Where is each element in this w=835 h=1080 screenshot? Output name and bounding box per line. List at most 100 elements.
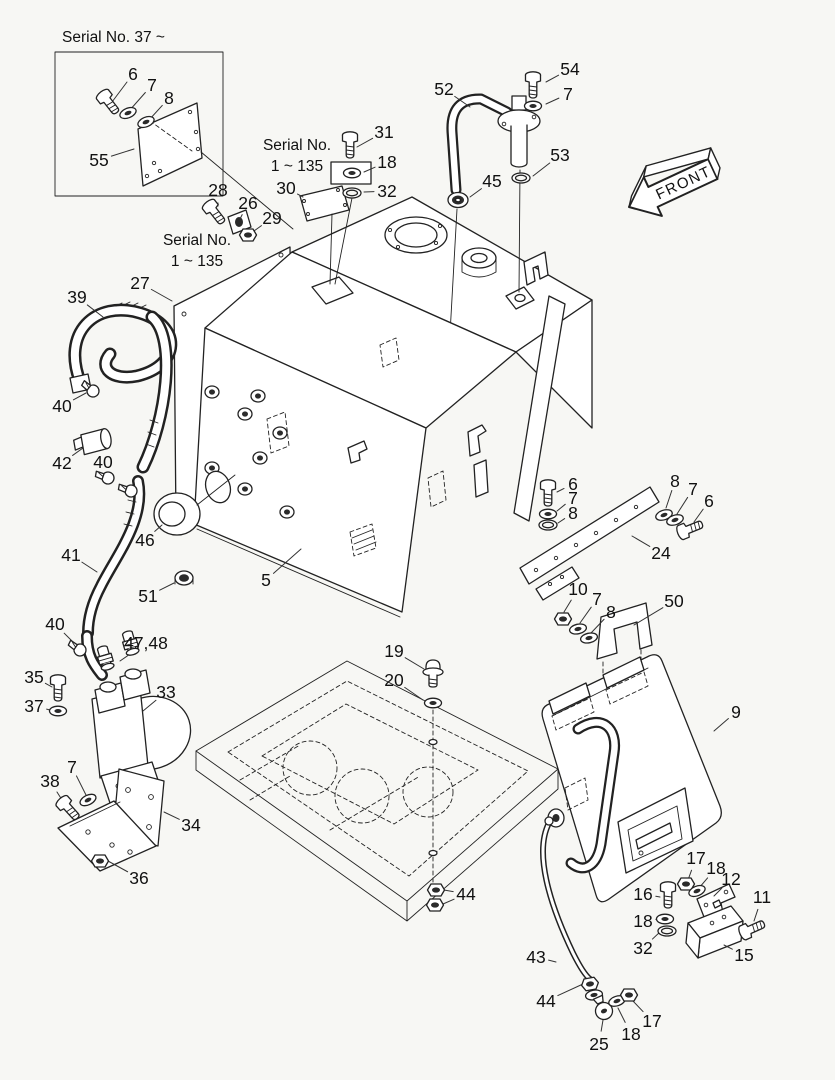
leader-line xyxy=(548,959,557,963)
tank-cover-5 xyxy=(193,197,517,618)
serial-note-1-135-top: 1 ~ 135 xyxy=(271,158,323,175)
serial-note-1-135-left: Serial No. xyxy=(163,232,231,249)
serial-37-inset-box xyxy=(54,51,294,230)
leader-line xyxy=(545,74,560,83)
callout-53: 53 xyxy=(550,145,569,165)
leader-line xyxy=(469,188,482,198)
leader-line xyxy=(556,487,565,493)
part-oring-glyph xyxy=(511,172,531,184)
leader-line xyxy=(272,548,302,574)
part-bolt-glyph xyxy=(49,674,67,702)
leader-line xyxy=(72,392,87,401)
callout-52: 52 xyxy=(434,79,453,99)
callout-46: 46 xyxy=(135,530,154,550)
leader-line xyxy=(404,686,424,701)
part-oring-glyph xyxy=(342,187,362,199)
leader-line xyxy=(693,508,704,523)
leader-line xyxy=(44,682,53,688)
callout-20: 20 xyxy=(384,670,404,690)
leader-line xyxy=(81,561,98,573)
callout-7: 7 xyxy=(67,757,77,777)
drain-hose-41 xyxy=(81,475,146,681)
callout-55: 55 xyxy=(89,150,108,170)
part-bolt-glyph xyxy=(738,920,766,941)
callout-24: 24 xyxy=(651,543,671,563)
callout-33: 33 xyxy=(156,682,175,702)
callout-17: 17 xyxy=(686,848,705,868)
filler-tube-52 xyxy=(446,93,541,196)
leader-line xyxy=(163,811,180,820)
part-clamp-glyph xyxy=(67,639,87,657)
callout-7: 7 xyxy=(147,75,157,95)
part-knob-glyph xyxy=(422,659,444,688)
leader-line xyxy=(86,304,104,318)
callout-38: 38 xyxy=(40,771,59,791)
callout-11: 11 xyxy=(753,887,771,907)
serial-note-1-135-top: Serial No. xyxy=(263,137,331,154)
callout-30: 30 xyxy=(276,178,296,198)
leader-line xyxy=(557,518,566,524)
leader-line xyxy=(253,225,262,232)
part-clamp-glyph xyxy=(81,380,100,398)
part-oring-glyph xyxy=(538,519,558,531)
part-washer-glyph xyxy=(48,705,68,717)
leader-line xyxy=(563,599,572,613)
part-washer-glyph xyxy=(579,632,599,644)
breather-hose-39 xyxy=(68,301,178,474)
leader-line xyxy=(631,999,644,1013)
part-washer-glyph xyxy=(523,100,543,112)
leader-line xyxy=(556,503,566,512)
door-panel-9 xyxy=(541,654,722,903)
leader-line xyxy=(713,718,729,732)
part-nut-glyph xyxy=(676,877,696,891)
part-washer-glyph xyxy=(688,884,706,898)
leader-line xyxy=(443,889,454,893)
part-nut-glyph xyxy=(553,612,573,626)
leader-line xyxy=(107,860,129,873)
leader-line xyxy=(72,447,84,456)
callout-19: 19 xyxy=(384,641,403,661)
callout-10: 10 xyxy=(568,579,588,599)
part-nut-glyph xyxy=(425,898,445,912)
callout-44: 44 xyxy=(456,884,476,904)
callout-40: 40 xyxy=(93,452,113,472)
part-grommet-glyph xyxy=(447,191,469,209)
hardware-glyphs-layer xyxy=(48,71,766,1021)
part-bolt-glyph xyxy=(341,131,359,159)
leader-line xyxy=(617,1007,626,1023)
callout-6: 6 xyxy=(568,474,578,494)
callout-54: 54 xyxy=(560,59,580,79)
part-washer-glyph xyxy=(666,514,684,526)
part-washer-glyph xyxy=(655,913,675,925)
part-plug-glyph xyxy=(73,428,112,456)
callout-7: 7 xyxy=(563,84,573,104)
callout-7: 7 xyxy=(688,479,698,499)
part-nut-glyph xyxy=(619,988,639,1002)
serial-note-37: Serial No. 37 ~ xyxy=(62,29,165,46)
leader-line xyxy=(119,655,129,662)
leader-line xyxy=(655,895,661,898)
callout-17: 17 xyxy=(642,1011,661,1031)
base-frame xyxy=(195,660,559,922)
callout-34: 34 xyxy=(181,815,201,835)
leader-lines-layer xyxy=(44,74,759,1032)
callout-39: 39 xyxy=(67,287,86,307)
callout-16: 16 xyxy=(633,884,652,904)
leader-line xyxy=(159,582,175,591)
part-clamp-glyph xyxy=(117,483,138,498)
callout-6: 6 xyxy=(704,491,714,511)
callout-50: 50 xyxy=(664,591,684,611)
leader-line xyxy=(633,607,664,626)
callout-7: 7 xyxy=(592,589,602,609)
front-arrow: FRONT xyxy=(628,147,721,217)
part-nut-glyph xyxy=(580,976,600,992)
part-washer-glyph xyxy=(137,115,155,129)
part-bolt-glyph xyxy=(201,198,226,225)
latch-block-15 xyxy=(685,899,744,959)
leader-line xyxy=(532,162,551,177)
part-clamp-glyph xyxy=(94,470,115,485)
part-bolt-glyph xyxy=(676,520,704,541)
callout-31: 31 xyxy=(374,122,393,142)
